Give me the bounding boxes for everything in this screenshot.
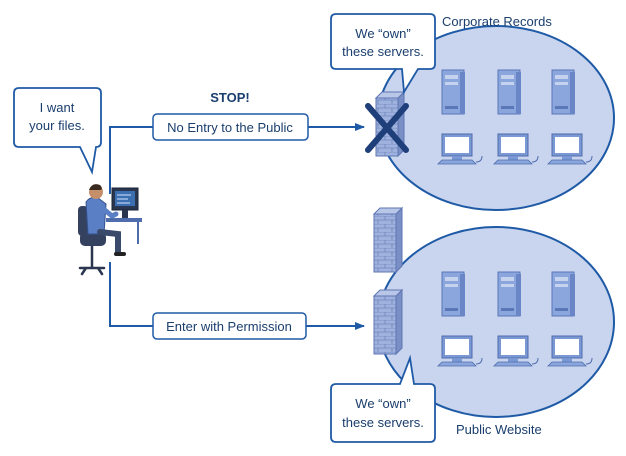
corporate-server-icon [497,69,522,115]
own-bottom-line1: We “own” [355,396,410,411]
own-bottom-line2: these servers. [342,415,424,430]
user-bubble-line2: your files. [29,118,85,133]
firewall-icon-middle [372,206,404,274]
enter-permission-label: Enter with Permission [166,319,292,334]
enter-permission-label-box [152,312,307,340]
user-bubble-line1: I want [40,100,75,115]
public-server-icon [441,271,466,317]
public-server-icon [497,271,522,317]
blocked-x-icon [365,103,409,153]
no-entry-label-box [152,113,309,141]
user-at-computer-icon [78,184,142,276]
own-servers-bubble-top: We “own” these servers. [330,13,436,95]
stop-label: STOP! [210,90,250,105]
own-top-line1: We “own” [355,26,410,41]
connection-line [109,262,153,327]
public-server-icon [551,271,576,317]
user-speech-bubble: I want your files. [13,87,102,175]
no-entry-label: No Entry to the Public [167,120,293,135]
corporate-server-icon [551,69,576,115]
corporate-server-icon [441,69,466,115]
firewall-icon-bottom [372,288,404,356]
public-website-label: Public Website [456,422,542,437]
own-servers-bubble-bottom: We “own” these servers. [330,354,436,443]
connection-line [109,126,153,194]
own-top-line2: these servers. [342,44,424,59]
corporate-records-label: Corporate Records [442,14,552,29]
